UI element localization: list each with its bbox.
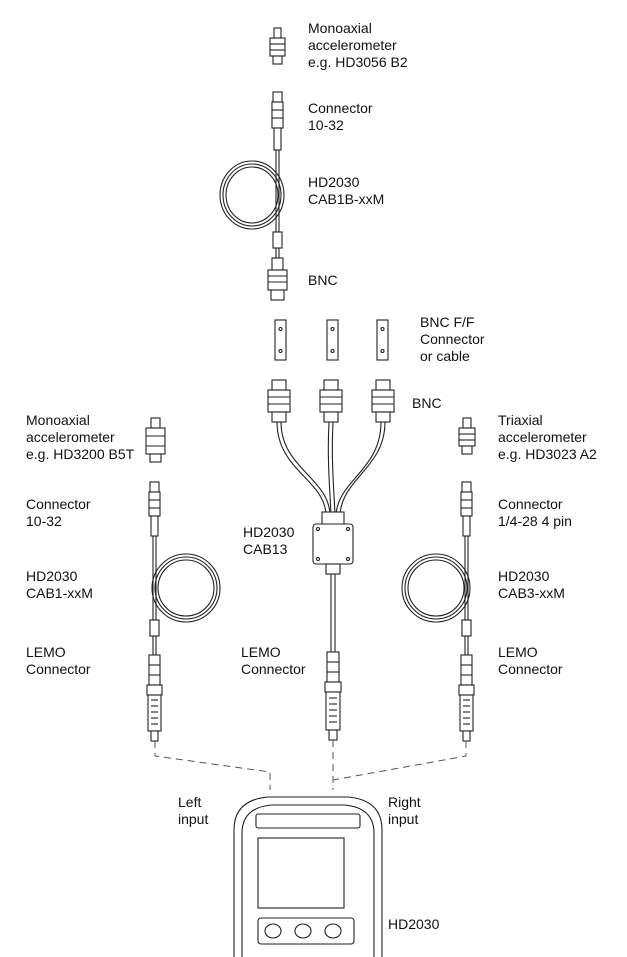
label-line: HD2030 bbox=[308, 174, 360, 190]
label-line: input bbox=[388, 811, 419, 827]
label-line: Connector bbox=[241, 661, 306, 677]
label-line: Right bbox=[388, 794, 421, 810]
label-connector-right: Connector 1/4-28 4 pin bbox=[498, 496, 572, 530]
label-line: HD2030 bbox=[498, 568, 550, 584]
label-bnc-mid: BNC bbox=[412, 395, 442, 412]
label-line: BNC bbox=[412, 395, 442, 411]
connector-quarter-28-right-icon bbox=[460, 481, 473, 537]
label-line: 1/4-28 4 pin bbox=[498, 513, 572, 529]
label-triaxial-right: Triaxial accelerometer e.g. HD3023 A2 bbox=[498, 412, 597, 463]
input-dashed-lines bbox=[154, 740, 467, 790]
cable-cab1-coil bbox=[149, 536, 221, 655]
label-line: Connector bbox=[498, 496, 563, 512]
monoaxial-accelerometer-left-icon bbox=[145, 417, 166, 463]
lemo-connector-left-icon bbox=[146, 654, 163, 742]
label-line: HD2030 bbox=[243, 524, 295, 540]
label-line: Connector bbox=[308, 100, 373, 116]
label-monoaxial-left: Monoaxial accelerometer e.g. HD3200 B5T bbox=[26, 412, 134, 463]
cable-cab3-coil bbox=[401, 536, 472, 655]
monoaxial-accelerometer-top-icon bbox=[269, 27, 286, 65]
label-line: Triaxial bbox=[498, 412, 543, 428]
label-cab1b: HD2030 CAB1B-xxM bbox=[308, 174, 384, 208]
label-monoaxial-top: Monoaxial accelerometer e.g. HD3056 B2 bbox=[308, 20, 408, 71]
label-cab3: HD2030 CAB3-xxM bbox=[498, 568, 565, 602]
label-line: CAB1-xxM bbox=[26, 585, 93, 601]
connector-10-32-top-icon bbox=[271, 91, 284, 151]
label-line: Connector bbox=[26, 661, 91, 677]
label-line: CAB13 bbox=[243, 541, 288, 557]
cab13-junction-box-icon bbox=[312, 511, 354, 575]
triaxial-accelerometer-right-icon bbox=[458, 417, 476, 455]
cab13-lemo-cable bbox=[330, 574, 336, 652]
label-bnc-top: BNC bbox=[308, 272, 338, 289]
label-right-input: Right input bbox=[388, 794, 421, 828]
label-lemo-left: LEMO Connector bbox=[26, 644, 91, 678]
label-line: Left bbox=[178, 794, 202, 810]
label-line: accelerometer bbox=[498, 429, 587, 445]
label-device: HD2030 bbox=[388, 916, 439, 933]
label-line: e.g. HD3200 B5T bbox=[26, 446, 135, 462]
label-cab13: HD2030 CAB13 bbox=[243, 524, 294, 558]
cab13-cables bbox=[276, 421, 386, 516]
lemo-connector-middle-icon bbox=[324, 651, 342, 741]
label-line: input bbox=[178, 811, 209, 827]
label-line: or cable bbox=[420, 348, 470, 364]
label-line: LEMO bbox=[498, 644, 538, 660]
label-line: BNC F/F bbox=[420, 314, 475, 330]
lemo-connector-right-icon bbox=[458, 654, 475, 742]
label-bnc-ff: BNC F/F Connector or cable bbox=[420, 314, 485, 365]
label-line: e.g. HD3023 A2 bbox=[498, 446, 597, 462]
hd2030-instrument-icon bbox=[233, 796, 383, 957]
label-connector-left: Connector 10-32 bbox=[26, 496, 91, 530]
label-line: CAB3-xxM bbox=[498, 585, 565, 601]
label-line: LEMO bbox=[241, 644, 281, 660]
label-line: Monoaxial bbox=[26, 412, 90, 428]
label-line: Connector bbox=[420, 331, 485, 347]
label-line: Monoaxial bbox=[308, 20, 372, 36]
label-line: HD2030 bbox=[26, 568, 78, 584]
label-line: HD2030 bbox=[388, 916, 440, 932]
label-line: accelerometer bbox=[26, 429, 115, 445]
label-line: 10-32 bbox=[26, 513, 62, 529]
bnc-ff-connectors-icon bbox=[274, 319, 389, 361]
cable-cab1b-coil bbox=[219, 150, 285, 258]
label-left-input: Left input bbox=[178, 794, 208, 828]
label-line: accelerometer bbox=[308, 37, 397, 53]
label-line: Connector bbox=[498, 661, 563, 677]
label-line: CAB1B-xxM bbox=[308, 191, 385, 207]
bnc-connector-top-icon bbox=[267, 257, 288, 301]
label-line: e.g. HD3056 B2 bbox=[308, 54, 408, 70]
label-cab1: HD2030 CAB1-xxM bbox=[26, 568, 93, 602]
label-line: Connector bbox=[26, 496, 91, 512]
label-line: LEMO bbox=[26, 644, 66, 660]
label-lemo-right: LEMO Connector bbox=[498, 644, 563, 678]
bnc-triple-connectors-icon bbox=[267, 379, 395, 423]
label-line: BNC bbox=[308, 272, 338, 288]
label-connector-top: Connector 10-32 bbox=[308, 100, 373, 134]
label-lemo-mid: LEMO Connector bbox=[241, 644, 306, 678]
connector-10-32-left-icon bbox=[148, 481, 161, 537]
label-line: 10-32 bbox=[308, 117, 344, 133]
